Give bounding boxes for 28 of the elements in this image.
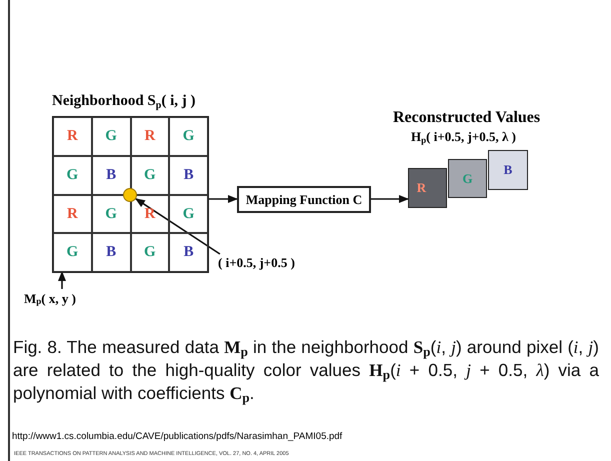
- grid-heading: Neighborhood S$_{p}$( i, j ): [52, 92, 196, 112]
- pixel-cell: G: [130, 233, 170, 272]
- pixel-cell: R: [130, 117, 170, 156]
- source-url: http://www1.cs.columbia.edu/CAVE/publications/pdfs/Narasimhan_PAMI05.pdf: [12, 430, 342, 444]
- formula-label: H$_{p}$( i+0.5, j+0.5, λ ): [411, 128, 516, 146]
- mapping-function-box: Mapping Function C: [237, 186, 371, 213]
- pixel-cell: G: [169, 117, 208, 156]
- pixel-cell: R: [53, 117, 92, 156]
- arrow: [371, 195, 409, 203]
- color-channel-square: B: [488, 150, 528, 190]
- figure-caption: Fig. 8. The measured data M$_{p}$ in the neighborhood S$_{p}$(i, j) around pixel (i, j) are related to the high-quality color values H$_{p}$(i + 0.5, j + 0.5, λ) via a polynomial with coefficients C$_{p}$.: [13, 336, 599, 405]
- pixel-cell: B: [169, 156, 208, 194]
- pixel-cell: G: [53, 233, 92, 272]
- color-channel-square: G: [448, 159, 487, 198]
- arrow: [208, 195, 238, 203]
- sample-point: [123, 188, 137, 202]
- coordinate-label: M$_{p}$( x, y ): [24, 289, 104, 309]
- pixel-cell: R: [53, 194, 92, 234]
- pixel-cell: G: [92, 117, 130, 156]
- section-heading: Reconstructed Values: [393, 108, 540, 128]
- coordinate-label: ( i+0.5, j+0.5 ): [218, 254, 320, 271]
- color-channel-square: R: [408, 168, 447, 208]
- leader-line: [135, 198, 220, 255]
- pixel-cell: G: [53, 156, 92, 194]
- leader-line: [58, 271, 66, 289]
- pixel-cell: B: [92, 233, 130, 272]
- pixel-cell: G: [169, 194, 208, 234]
- pixel-cell: B: [169, 233, 208, 272]
